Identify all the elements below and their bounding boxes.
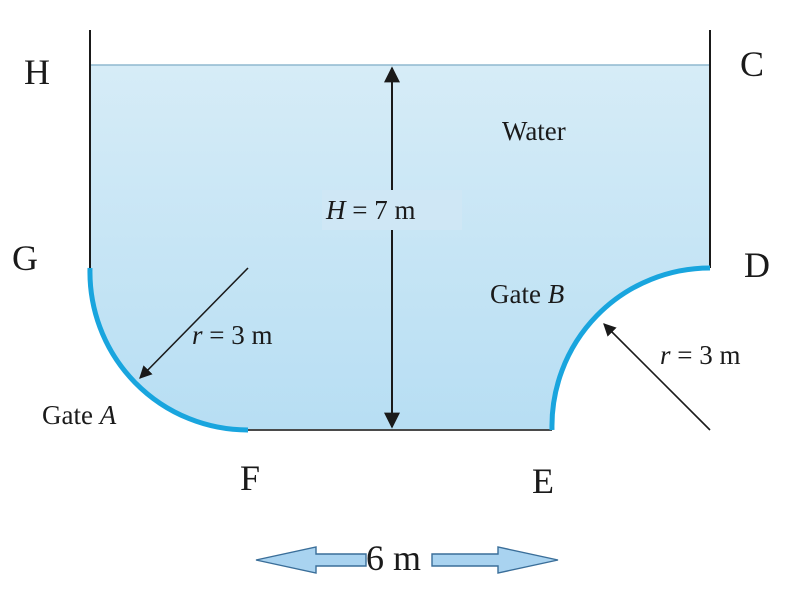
depth-label-backdrop [322,190,462,230]
gate-a-label: Gate A [42,400,117,430]
width-right-arrow [431,546,559,574]
point-label-g: G [12,238,38,278]
gate-b-arc [549,265,711,431]
radius-b-arrow [603,323,711,431]
gate-a-letter: A [98,400,117,430]
point-label-c: C [740,44,764,84]
gate-b-word: Gate [490,279,541,309]
radius-a-label: r = 3 m [192,320,273,350]
radius-a-value: = 3 m [209,320,272,350]
point-label-f: F [240,458,260,498]
water-region [89,65,711,431]
width-label: 6 m [366,538,421,578]
gate-a-arc [87,267,249,433]
point-label-d: D [744,245,770,285]
gate-b-letter: B [548,279,565,309]
radius-a-arrow [139,267,249,379]
radius-b-label: r = 3 m [660,340,741,370]
depth-label: H = 7 m [325,195,415,225]
depth-value: = 7 m [352,195,415,225]
radius-b-value: = 3 m [677,340,740,370]
water-label: Water [502,116,566,146]
point-label-h: H [24,52,50,92]
width-left-arrow [255,546,367,574]
gate-a-word: Gate [42,400,93,430]
radius-b-symbol: r [660,340,671,370]
radius-a-symbol: r [192,320,203,350]
point-label-e: E [532,461,554,501]
gate-b-label: Gate B [490,279,564,309]
depth-symbol: H [325,195,347,225]
